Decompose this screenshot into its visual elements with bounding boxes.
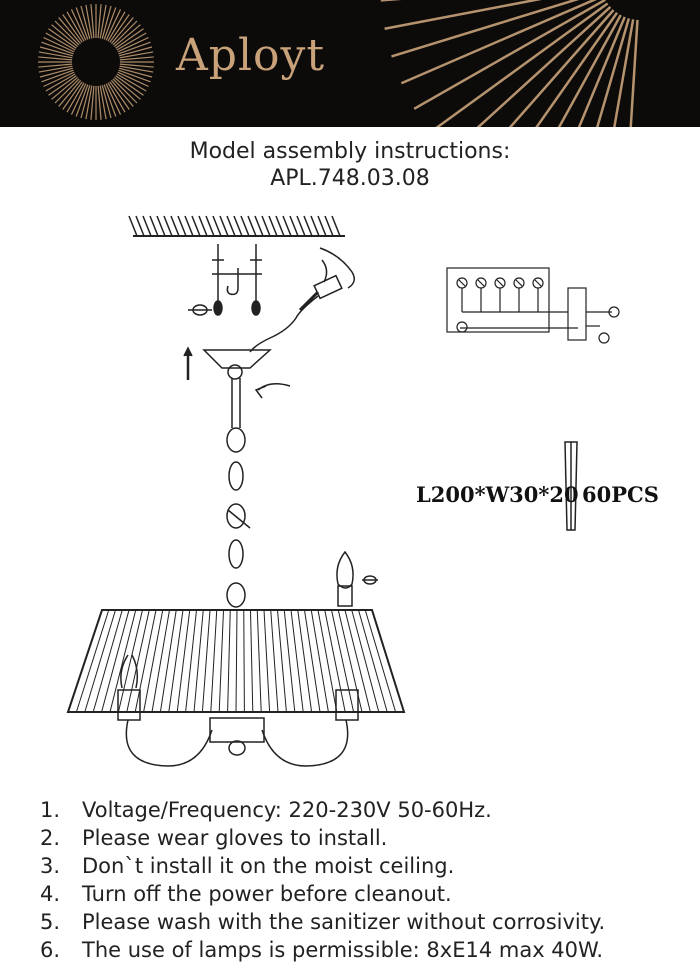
sun-core-icon — [76, 42, 116, 82]
brand-header: Aployt — [0, 0, 700, 127]
chain-icon — [226, 378, 251, 608]
list-item: 1.Voltage/Frequency: 220-230V 50-60Hz. — [40, 798, 492, 822]
instructions-list: 1.Voltage/Frequency: 220-230V 50-60Hz. 2… — [40, 796, 605, 964]
ceiling-canopy-icon — [183, 346, 272, 380]
model-number: APL.748.03.08 — [270, 166, 430, 191]
sunburst-decoration — [38, 0, 639, 127]
supply-wires-icon — [249, 247, 355, 353]
list-item: 3.Don`t install it on the moist ceiling. — [40, 854, 455, 878]
crystal-prism-icon — [564, 441, 578, 531]
ceiling-hatch-icon — [128, 215, 345, 237]
list-item: 5.Please wash with the sanitizer without… — [40, 910, 606, 934]
brand-logo: Aployt — [176, 30, 326, 81]
crystal-dimensions: L200*W30*20 — [416, 482, 579, 507]
rotate-arrow-icon — [254, 383, 291, 399]
assembly-drawing — [66, 215, 620, 767]
lamp-arms-icon — [117, 654, 359, 767]
document-title: Model assembly instructions: — [189, 139, 511, 164]
wiring-diagram-icon — [446, 267, 620, 344]
mounting-screws-icon — [212, 244, 262, 316]
candle-bulb-icon — [336, 550, 378, 607]
screwdriver-icon — [188, 304, 212, 316]
crystal-quantity: 60PCS — [582, 482, 659, 507]
list-item: 4.Turn off the power before cleanout. — [40, 882, 452, 906]
crystal-shade-icon — [66, 609, 406, 713]
list-item: 6.The use of lamps is permissible: 8xE14… — [40, 938, 604, 962]
list-item: 2.Please wear gloves to install. — [40, 826, 388, 850]
